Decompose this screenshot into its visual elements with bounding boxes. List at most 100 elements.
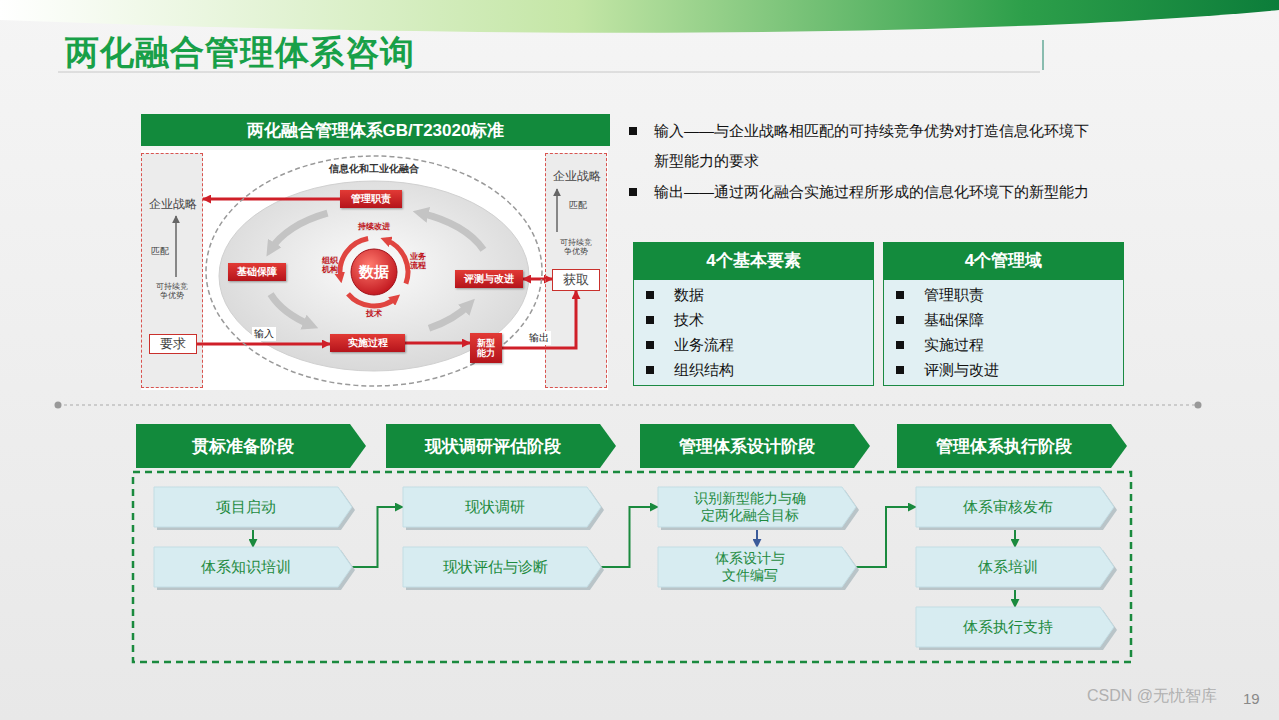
process-step: 体系知识培训 <box>154 547 352 587</box>
node-text: 可持续竞争优势 <box>156 282 188 300</box>
node-text: 获取 <box>563 273 589 288</box>
bullet-square <box>629 188 637 196</box>
page-number: 19 <box>1243 690 1260 707</box>
process-step: 体系审核发布 <box>916 487 1114 527</box>
step-shape <box>916 547 1114 587</box>
requirement-box: 要求 <box>149 334 197 354</box>
separator-dot <box>55 402 62 409</box>
step-shape <box>154 487 352 527</box>
phase-shape <box>897 424 1127 468</box>
connector <box>1014 587 1016 607</box>
node-text: 体系培训 <box>978 558 1038 577</box>
edge-label: 输入 <box>252 327 276 341</box>
process-step: 体系执行支持 <box>916 607 1114 647</box>
connector <box>1014 527 1016 547</box>
connector <box>197 343 330 346</box>
list-item: 基础保障 <box>884 307 1123 332</box>
node-text: 评测与改进 <box>464 273 514 285</box>
step-shape <box>658 487 856 527</box>
node-text: 体系知识培训 <box>201 558 291 577</box>
ellipse-outline <box>206 156 542 386</box>
list-heading: 4个基本要素 <box>633 242 874 280</box>
node-text: 体系执行支持 <box>963 618 1053 637</box>
domain-box: 管理职责 <box>340 190 402 208</box>
node-text: 识别新型能力与确定两化融合目标 <box>693 490 808 525</box>
process-step: 体系培训 <box>916 547 1114 587</box>
process-step: 现状评估与诊断 <box>403 547 601 587</box>
core-circle <box>351 249 397 295</box>
node-text: 两化融合管理体系GB/T23020标准 <box>247 119 505 142</box>
node-text: 体系审核发布 <box>963 498 1053 517</box>
cycle-arrow <box>429 305 469 329</box>
step-shape <box>403 547 601 587</box>
node-text: 匹配 <box>150 246 170 256</box>
list-item: 组织结构 <box>634 357 873 382</box>
improve-swirl <box>340 239 408 306</box>
process-step: 识别新型能力与确定两化融合目标 <box>658 487 856 527</box>
cycle-arrow <box>271 294 311 325</box>
node-text: 现状评估与诊断 <box>443 558 548 577</box>
step-shape <box>916 487 1114 527</box>
process-step: 项目启动 <box>154 487 352 527</box>
domain-list-box: 4个管理域管理职责基础保障实施过程评测与改进 <box>883 242 1124 386</box>
node-text: 体系设计与文件编写 <box>714 550 787 585</box>
domain-box: 实施过程 <box>330 334 405 352</box>
domain-box: 基础保障 <box>228 263 286 281</box>
list-item: 实施过程 <box>884 332 1123 357</box>
node-text: 新型能力 <box>477 338 495 359</box>
match-arrow <box>556 189 558 232</box>
phase-header: 管理体系执行阶段 <box>897 424 1127 468</box>
connector <box>405 342 470 345</box>
phase-header: 管理体系设计阶段 <box>640 424 870 468</box>
node-text: 企业战略 <box>147 198 199 212</box>
data-core-circle: 数据 <box>350 248 398 296</box>
node-text: 现状调研评估阶段 <box>425 435 561 458</box>
element-list-box: 4个基本要素数据技术业务流程组织结构 <box>633 242 874 386</box>
connector <box>523 278 552 281</box>
strategy-panel: 企业战略匹配可持续竞争优势获取 <box>545 153 607 388</box>
phase-header: 贯标准备阶段 <box>136 424 366 468</box>
list-item: 技术 <box>634 307 873 332</box>
list-item: 管理职责 <box>884 282 1123 307</box>
connector <box>756 527 758 547</box>
title-tick <box>1042 40 1044 70</box>
standard-header: 两化融合管理体系GB/T23020标准 <box>141 114 610 146</box>
node-text: 企业战略 <box>551 170 603 184</box>
cycle-arrows <box>271 213 484 328</box>
node-text: 匹配 <box>568 200 588 210</box>
acquire-box: 获取 <box>552 269 600 291</box>
panel-ground <box>545 153 607 388</box>
phase-shape <box>640 424 870 468</box>
node-text: 实施过程 <box>348 337 388 349</box>
node-text: 可持续竞争优势 <box>560 238 592 256</box>
step-shape <box>403 487 601 527</box>
cycle-arrow <box>271 213 328 250</box>
watermark: CSDN @无忧智库 <box>1087 686 1217 707</box>
domain-box: 评测与改进 <box>455 270 523 288</box>
node-text: 信息化和工业化融合 <box>205 155 543 176</box>
title-rule <box>58 72 1040 73</box>
list-item: 数据 <box>634 282 873 307</box>
node-text: 管理职责 <box>351 193 391 205</box>
list-item: 评测与改进 <box>884 357 1123 382</box>
capability-box: 新型能力 <box>470 333 502 363</box>
swirl-arrow <box>348 294 396 306</box>
cycle-arrow <box>421 213 484 250</box>
phase-shape <box>386 424 616 468</box>
step-shape <box>154 547 352 587</box>
connector <box>502 291 576 348</box>
separator <box>58 404 1198 405</box>
process-step: 现状调研 <box>403 487 601 527</box>
phase-shape <box>136 424 366 468</box>
cycle-label: 持续改进 <box>358 222 390 231</box>
panel-ground <box>141 153 203 388</box>
match-arrow <box>175 216 177 277</box>
node-text: 要求 <box>160 337 186 352</box>
node-text: 项目启动 <box>216 498 276 517</box>
list-heading: 4个管理域 <box>883 242 1124 280</box>
connector <box>203 198 340 201</box>
node-text: 基础保障 <box>237 266 277 278</box>
cycle-label: 业务流程 <box>410 252 426 270</box>
bullet-text: 输入——与企业战略相匹配的可持续竞争优势对打造信息化环境下新型能力的要求 <box>654 116 1098 176</box>
step-shape <box>916 607 1114 647</box>
